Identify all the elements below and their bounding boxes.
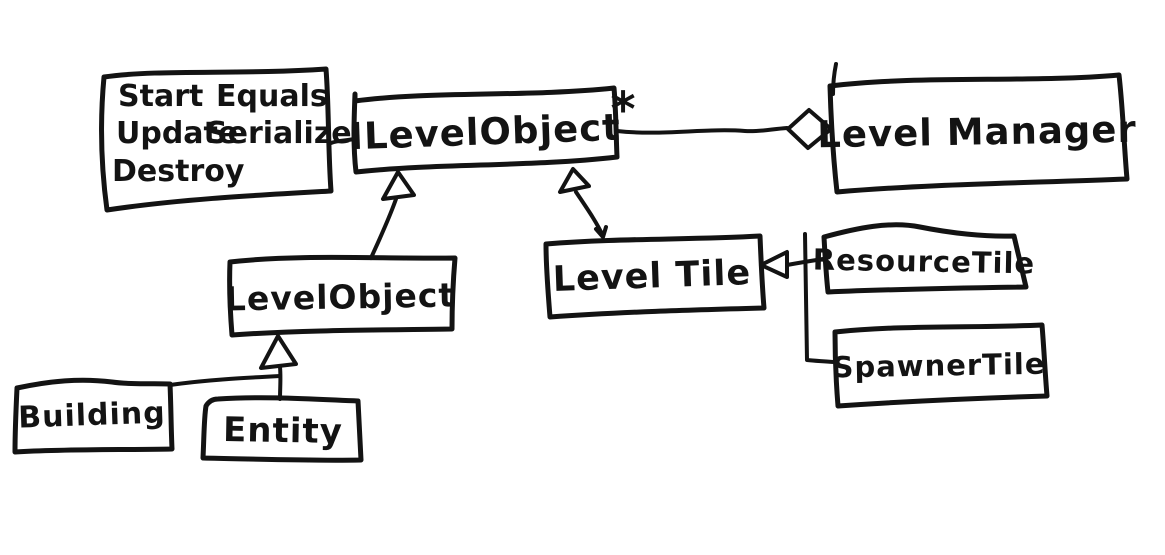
inheritance-line-levelobject xyxy=(369,197,398,260)
class-label-entity: Entity xyxy=(222,409,344,453)
class-label-levelobject: LevelObject xyxy=(224,275,456,319)
class-label-resourcetile: ResourceTile xyxy=(812,242,1036,281)
levelmanager-corner-tick xyxy=(831,62,838,96)
inheritance-arrowhead-leveltile xyxy=(558,167,591,194)
inheritance-arrowhead-levelobject xyxy=(381,170,416,201)
levelobject-box-outline xyxy=(227,254,458,338)
note-method-destroy: Destroy xyxy=(112,154,245,189)
inheritance-arrowhead-building-entity xyxy=(259,334,298,370)
class-label-spawnertile: SpawnerTile xyxy=(832,346,1046,385)
inheritance-line-leveltile xyxy=(574,190,608,239)
class-label-ilevelobject: ILevelObject xyxy=(348,105,622,159)
methods-note-box-outline xyxy=(99,66,334,213)
note-method-equals: Equals xyxy=(216,79,328,114)
class-label-leveltile: Level Tile xyxy=(552,253,752,300)
tiles-link-vertical-elbow xyxy=(803,232,836,364)
aggregation-line xyxy=(615,126,789,135)
building-box-outline xyxy=(12,377,175,455)
entity-box-outline xyxy=(200,395,364,463)
note-method-update: Update xyxy=(116,116,239,151)
note-method-start: Start xyxy=(118,79,204,114)
multiplicity-star: * xyxy=(610,82,636,138)
spawnertile-box-outline xyxy=(832,322,1050,409)
resourcetile-box-outline xyxy=(821,222,1029,295)
building-link-horizontal xyxy=(168,374,282,387)
levelmanager-box-outline xyxy=(827,72,1130,195)
note-method-serialize: Serialize xyxy=(206,116,352,151)
inheritance-arrowhead-tiles xyxy=(759,250,789,279)
ilevelobject-box-outline xyxy=(351,85,620,175)
class-label-building: Building xyxy=(17,395,167,436)
leveltile-box-outline xyxy=(543,233,767,320)
class-label-levelmanager: Level Manager xyxy=(816,107,1138,157)
